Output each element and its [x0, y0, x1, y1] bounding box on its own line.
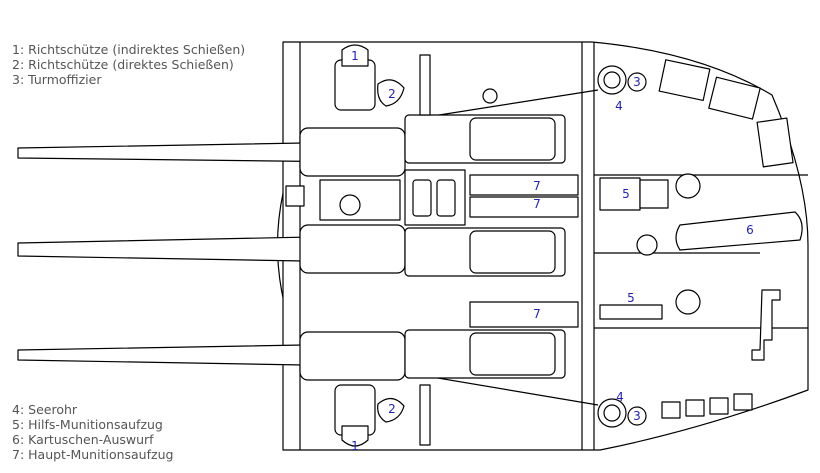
elevation-column-bottom [419, 384, 431, 446]
handwheel-top [482, 88, 498, 104]
central-hoist-slot [412, 179, 432, 217]
elevation-column-top [419, 54, 431, 116]
marker-1-top: 1 [351, 49, 359, 63]
periscope-bottom-inner [603, 404, 621, 422]
rear-wheel [339, 194, 361, 216]
breech-block-1 [299, 127, 406, 177]
marker-7-a: 7 [533, 179, 541, 193]
loading-tray [469, 332, 556, 376]
periscope-top-inner [603, 71, 621, 89]
side-ramp [751, 289, 781, 361]
loading-tray [469, 230, 556, 274]
marker-3-top: 3 [633, 75, 641, 89]
hatch-round [675, 173, 701, 199]
storage-box [756, 117, 794, 168]
storage-box [708, 76, 761, 120]
legend-item: 7: Haupt-Munitionsaufzug [12, 447, 174, 462]
marker-2-top: 2 [388, 87, 396, 101]
shell-rack [685, 399, 705, 417]
legend-bottom: 4: Seerohr 5: Hilfs-Munitionsaufzug 6: K… [12, 402, 173, 462]
breech-block-3 [299, 331, 406, 381]
shell-rack [709, 397, 729, 415]
marker-4-bottom: 4 [616, 390, 624, 404]
marker-1-bottom: 1 [351, 439, 359, 453]
gunner-station-top [334, 59, 376, 111]
legend-item: 3: Turmoffizier [12, 72, 102, 87]
marker-2-bottom: 2 [388, 402, 396, 416]
marker-5-lower: 5 [627, 291, 635, 305]
marker-4-top: 4 [615, 99, 623, 113]
legend-top: 1: Richtschütze (indirektes Schießen) 2:… [12, 42, 245, 87]
shell-rack [733, 393, 753, 411]
storage-box [658, 59, 711, 102]
main-hoist-rail [469, 196, 579, 218]
legend-item: 5: Hilfs-Munitionsaufzug [12, 417, 163, 432]
cable-line [419, 89, 599, 119]
gunner-seat-top-2 [377, 79, 405, 107]
cable-line [419, 374, 599, 406]
gunner-seat-top-1 [341, 44, 369, 67]
gunner-seat-bottom-1 [341, 425, 369, 447]
aux-hoist-lower [599, 304, 663, 320]
gunner-seat-bottom-2 [377, 397, 405, 423]
hatch-round [675, 289, 701, 315]
rear-mechanism [319, 179, 401, 221]
legend-item: 2: Richtschütze (direktes Schießen) [12, 57, 234, 72]
central-hoist-slot [436, 179, 456, 217]
officer-seat-top [627, 72, 647, 92]
legend-item: 4: Seerohr [12, 402, 78, 417]
marker-7-c: 7 [533, 307, 541, 321]
main-hoist-rail [469, 174, 579, 196]
legend-item: 1: Richtschütze (indirektes Schießen) [12, 42, 246, 57]
officer-seat-bottom [627, 406, 647, 426]
marker-3-bottom: 3 [633, 409, 641, 423]
rear-shelf [285, 185, 305, 207]
shell-rack [661, 401, 681, 419]
loading-tray [469, 117, 556, 161]
main-hoist-rail [469, 301, 579, 328]
marker-5-upper: 5 [622, 187, 630, 201]
cartridge-ejection-chute [675, 211, 803, 251]
aux-hoist-upper-frame [639, 179, 669, 209]
marker-6: 6 [746, 223, 754, 237]
marker-7-b: 7 [533, 197, 541, 211]
aux-hoist-upper [599, 177, 641, 211]
legend-item: 6: Kartuschen-Auswurf [12, 432, 154, 447]
hatch-round [636, 234, 658, 256]
breech-block-2 [299, 224, 406, 274]
